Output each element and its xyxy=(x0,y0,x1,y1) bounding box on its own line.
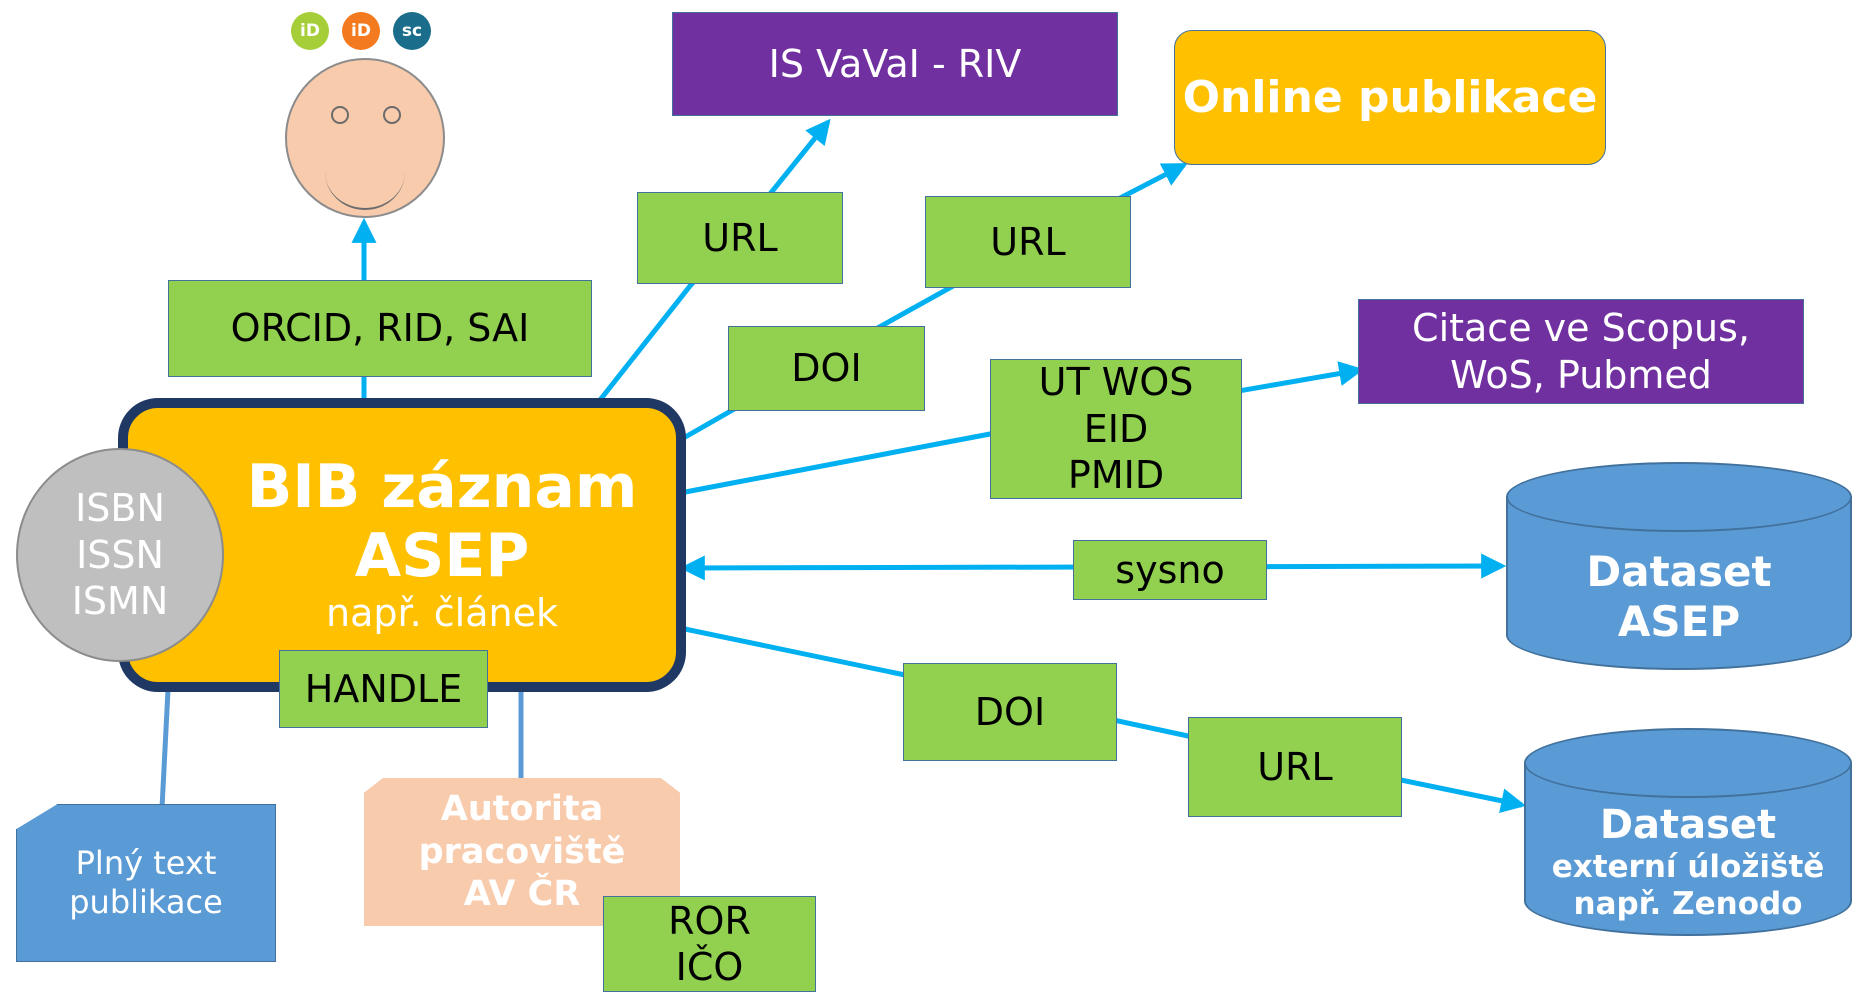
record-note: např. článek xyxy=(326,591,558,636)
url-online-label: URL xyxy=(925,196,1131,288)
doi-online-label: DOI xyxy=(728,326,925,411)
dataset-external-label: Dataset externí úložiště např. Zenodo xyxy=(1551,801,1825,922)
doi-dataset-label: DOI xyxy=(903,663,1117,761)
dataset-asep-label: Dataset ASEP xyxy=(1586,546,1772,646)
sysno-label: sysno xyxy=(1073,540,1267,600)
fulltext-document: Plný text publikace xyxy=(16,804,276,962)
online-publication-box: Online publikace xyxy=(1174,30,1606,165)
url-riv-label: URL xyxy=(637,192,843,284)
url-dataset-label: URL xyxy=(1188,717,1402,817)
eye-icon xyxy=(331,106,349,124)
dataset-asep-cylinder: Dataset ASEP xyxy=(1506,462,1852,672)
riv-system-box: IS VaVaI - RIV xyxy=(672,12,1118,116)
researcherid-icon: iD xyxy=(342,12,380,50)
authority-box: Autorita pracoviště AV ČR xyxy=(364,778,680,926)
author-ids-label: ORCID, RID, SAI xyxy=(168,280,592,377)
mouth-icon xyxy=(325,172,405,210)
citation-ids-label: UT WOS EID PMID xyxy=(990,359,1242,499)
record-subtitle: ASEP xyxy=(354,521,530,592)
record-title: BIB záznam xyxy=(246,452,638,523)
identifier-circle: ISBN ISSN ISMN xyxy=(16,448,224,662)
author-face-icon xyxy=(285,58,445,218)
dataset-external-cylinder: Dataset externí úložiště např. Zenodo xyxy=(1524,728,1852,938)
scopus-icon: sc xyxy=(393,12,431,50)
citations-box: Citace ve Scopus, WoS, Pubmed xyxy=(1358,299,1804,404)
dataset-asep-top xyxy=(1506,462,1852,532)
orcid-icon: iD xyxy=(291,12,329,50)
handle-label: HANDLE xyxy=(279,650,488,728)
ror-label: ROR IČO xyxy=(603,896,816,992)
eye-icon xyxy=(383,106,401,124)
dataset-external-top xyxy=(1524,728,1852,798)
line-record-to-fulltext xyxy=(159,689,171,809)
